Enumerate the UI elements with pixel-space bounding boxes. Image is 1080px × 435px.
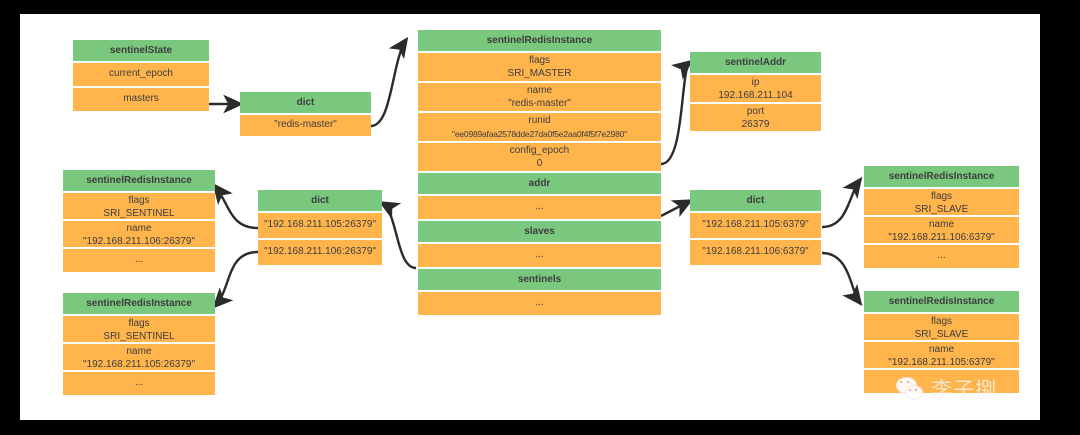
node-masters-dict[interactable]: dict "redis-master" [240, 92, 371, 136]
node-header: sentinelRedisInstance [63, 170, 215, 191]
field-masters[interactable]: masters [73, 88, 209, 111]
node-master-instance[interactable]: sentinelRedisInstance flags SRI_MASTER n… [418, 30, 661, 315]
dict-entry-redis-master[interactable]: "redis-master" [240, 115, 371, 136]
field-flags[interactable]: flags SRI_MASTER [418, 53, 661, 81]
field-name[interactable]: name "192.168.211.106:6379" [864, 217, 1019, 243]
node-sentinel-state[interactable]: sentinelState current_epoch masters [73, 40, 209, 111]
node-sentinels-dict[interactable]: dict "192.168.211.105:26379" "192.168.21… [258, 190, 382, 265]
field-ellipsis[interactable]: ... [63, 249, 215, 272]
arrow-slaves-to-slaves-dict [660, 199, 694, 218]
node-header: sentinelRedisInstance [864, 166, 1019, 187]
field-port[interactable]: port 26379 [690, 104, 821, 131]
field-flags[interactable]: flags SRI_SLAVE [864, 189, 1019, 215]
node-header: sentinelRedisInstance [864, 291, 1019, 312]
node-header: sentinelState [73, 40, 209, 61]
node-header: dict [240, 92, 371, 113]
field-current-epoch[interactable]: current_epoch [73, 63, 209, 86]
field-ellipsis[interactable]: ... [864, 245, 1019, 268]
node-sentinel-instance-105[interactable]: sentinelRedisInstance flags SRI_SENTINEL… [63, 293, 215, 395]
field-name[interactable]: name "192.168.211.105:6379" [864, 342, 1019, 368]
arrow-dict-to-master-instance [370, 36, 409, 128]
dict-entry-sentinel-105[interactable]: "192.168.211.105:26379" [258, 213, 382, 238]
field-name[interactable]: name "192.168.211.105:26379" [63, 344, 215, 370]
node-slave-instance-105[interactable]: sentinelRedisInstance flags SRI_SLAVE na… [864, 291, 1019, 393]
wechat-icon [896, 377, 926, 401]
node-header: dict [258, 190, 382, 211]
node-slaves-dict[interactable]: dict "192.168.211.105:6379" "192.168.211… [690, 190, 821, 265]
node-header: sentinelAddr [690, 52, 821, 73]
arrow-slaves-dict-106-to-instance-105 [821, 251, 863, 307]
arrow-sentinels-dict-106-to-instance-105 [212, 250, 259, 309]
field-ellipsis[interactable]: ... [63, 372, 215, 395]
dict-entry-slave-105[interactable]: "192.168.211.105:6379" [690, 213, 821, 238]
section-value-slaves[interactable]: ... [418, 244, 661, 267]
section-value-sentinels[interactable]: ... [418, 292, 661, 315]
section-header-addr: addr [418, 173, 661, 194]
section-header-sentinels: sentinels [418, 269, 661, 290]
field-ip[interactable]: ip 192.168.211.104 [690, 75, 821, 102]
arrow-slaves-dict-105-to-instance-106 [821, 176, 863, 229]
field-flags[interactable]: flags SRI_SENTINEL [63, 193, 215, 219]
node-slave-instance-106[interactable]: sentinelRedisInstance flags SRI_SLAVE na… [864, 166, 1019, 268]
node-header: sentinelRedisInstance [63, 293, 215, 314]
dict-entry-slave-106[interactable]: "192.168.211.106:6379" [690, 240, 821, 265]
node-sentinel-addr[interactable]: sentinelAddr ip 192.168.211.104 port 263… [690, 52, 821, 131]
field-flags[interactable]: flags SRI_SLAVE [864, 314, 1019, 340]
arrow-sentinels-dict-105-to-instance-106 [212, 182, 259, 230]
node-header: sentinelRedisInstance [418, 30, 661, 51]
dict-entry-sentinel-106[interactable]: "192.168.211.106:26379" [258, 240, 382, 265]
arrow-addr-to-sentineladdr [660, 59, 693, 166]
field-runid[interactable]: runid "ee0989afaa2578dde27da0f5e2aa0f4f5… [418, 113, 661, 141]
watermark-text: 李子捌 [931, 378, 997, 402]
arrow-sentinels-to-sentinels-dict [378, 201, 417, 270]
node-sentinel-instance-106[interactable]: sentinelRedisInstance flags SRI_SENTINEL… [63, 170, 215, 272]
section-value-addr[interactable]: ... [418, 196, 661, 219]
node-header: dict [690, 190, 821, 211]
field-name[interactable]: name "192.168.211.106:26379" [63, 221, 215, 247]
field-name[interactable]: name "redis-master" [418, 83, 661, 111]
field-flags[interactable]: flags SRI_SENTINEL [63, 316, 215, 342]
section-header-slaves: slaves [418, 221, 661, 242]
watermark: 李子捌 [896, 372, 1056, 406]
field-config-epoch[interactable]: config_epoch 0 [418, 143, 661, 171]
